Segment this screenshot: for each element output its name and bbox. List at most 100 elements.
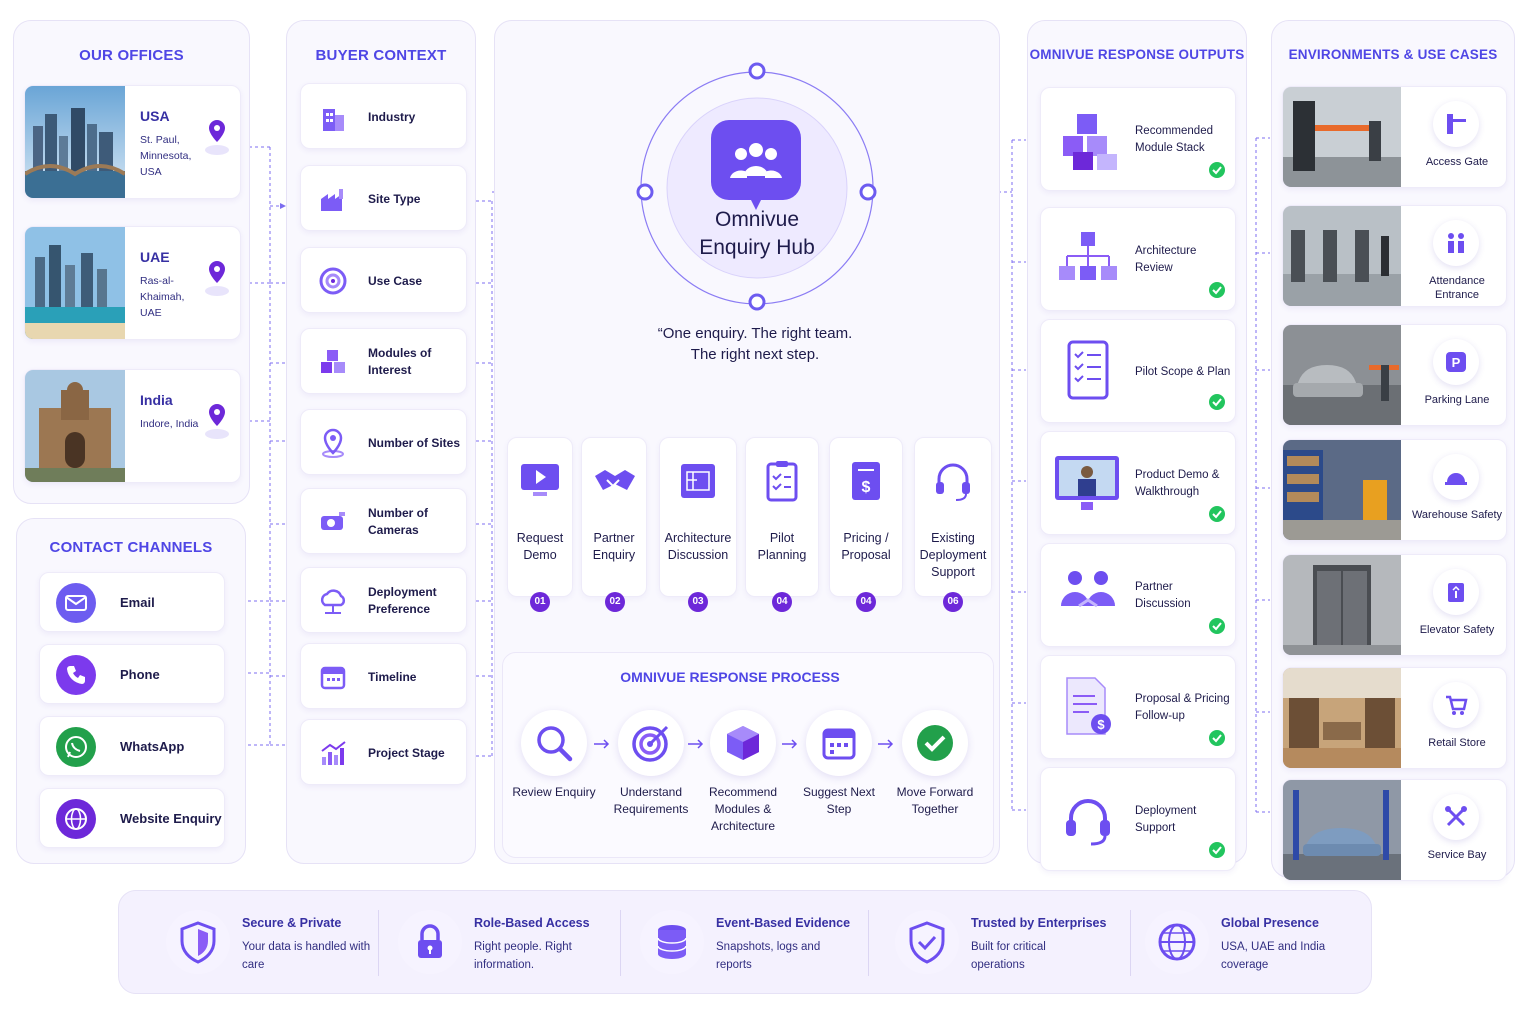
usa-city-photo xyxy=(25,86,125,198)
buyer-item-use-case[interactable]: Use Case xyxy=(300,247,467,313)
buyer-item-stage[interactable]: Project Stage xyxy=(300,719,467,785)
output-pilot-scope[interactable]: Pilot Scope & Plan xyxy=(1040,319,1236,423)
whatsapp-icon xyxy=(56,727,96,767)
office-card-usa[interactable]: USA St. Paul, Minnesota, USA xyxy=(24,85,241,199)
office-card-uae[interactable]: UAE Ras-al-Khaimah, UAE xyxy=(24,226,241,340)
env-label: Warehouse Safety xyxy=(1411,509,1503,521)
svg-text:$: $ xyxy=(862,479,871,496)
env-parking[interactable]: P Parking Lane xyxy=(1282,324,1507,426)
growth-chart-icon xyxy=(317,737,349,769)
office-address: Ras-al-Khaimah, UAE xyxy=(140,275,185,319)
mail-icon xyxy=(56,583,96,623)
cube-icon xyxy=(710,710,776,776)
shield-check-icon xyxy=(895,910,959,974)
buyer-item-industry[interactable]: Industry xyxy=(300,83,467,149)
output-deployment-support[interactable]: Deployment Support xyxy=(1040,767,1236,871)
buyer-item-modules[interactable]: Modules of Interest xyxy=(300,328,467,394)
check-icon xyxy=(1209,842,1225,858)
uae-city-photo xyxy=(25,227,125,339)
env-label: Elevator Safety xyxy=(1419,624,1495,636)
checklist-icon xyxy=(1053,338,1123,406)
env-retail[interactable]: Retail Store xyxy=(1282,667,1507,769)
step-label: Recommend Modules & Architecture xyxy=(708,785,778,833)
channel-label: Website Enquiry xyxy=(120,811,222,826)
globe-icon xyxy=(1145,910,1209,974)
buyer-label: Industry xyxy=(368,109,416,124)
channel-phone[interactable]: Phone xyxy=(39,644,225,704)
feature-desc: USA, UAE and India coverage xyxy=(1221,941,1326,971)
step-label: Suggest Next Step xyxy=(802,785,876,816)
buyer-item-site-type[interactable]: Site Type xyxy=(300,165,467,231)
divider xyxy=(868,910,869,976)
output-label: Architecture Review xyxy=(1135,245,1197,274)
option-partner-enquiry[interactable]: Partner Enquiry xyxy=(581,437,647,597)
output-architecture-review[interactable]: Architecture Review xyxy=(1040,207,1236,311)
outputs-panel: OMNIVUE RESPONSE OUTPUTS Recommended Mod… xyxy=(1027,20,1247,871)
channel-email[interactable]: Email xyxy=(39,572,225,632)
check-icon xyxy=(1209,162,1225,178)
office-name: USA xyxy=(140,108,170,124)
cloud-network-icon xyxy=(317,585,349,617)
phone-icon xyxy=(56,655,96,695)
env-attendance[interactable]: Attendance Entrance xyxy=(1282,205,1507,307)
buyer-item-cameras[interactable]: Number of Cameras xyxy=(300,488,467,554)
feature-desc: Snapshots, logs and reports xyxy=(716,941,821,971)
env-service-bay[interactable]: Service Bay xyxy=(1282,779,1507,881)
buyer-item-timeline[interactable]: Timeline xyxy=(300,643,467,709)
output-module-stack[interactable]: Recommended Module Stack xyxy=(1040,87,1236,191)
divider xyxy=(1130,910,1131,976)
feature-title: Trusted by Enterprises xyxy=(971,916,1107,930)
option-architecture[interactable]: Architecture Discussion xyxy=(659,437,737,597)
divider xyxy=(620,910,621,976)
channel-label: WhatsApp xyxy=(120,739,185,754)
parking-icon: P xyxy=(1433,339,1479,385)
camera-icon xyxy=(317,506,349,538)
buyer-label: Timeline xyxy=(368,669,417,684)
people-icon xyxy=(1433,220,1479,266)
warehouse-photo xyxy=(1283,440,1401,540)
proposal-icon: $ xyxy=(1053,674,1123,742)
check-icon xyxy=(1209,506,1225,522)
lock-icon xyxy=(398,910,462,974)
offices-panel: OUR OFFICES USA St. Paul, Minnesota, USA… xyxy=(13,20,250,504)
output-label: Pilot Scope & Plan xyxy=(1135,365,1231,378)
option-label: Architecture Discussion xyxy=(664,531,732,562)
option-request-demo[interactable]: Request Demo xyxy=(507,437,573,597)
channel-website[interactable]: Website Enquiry xyxy=(39,788,225,848)
shield-icon xyxy=(166,910,230,974)
env-access-gate[interactable]: Access Gate xyxy=(1282,86,1507,188)
factory-icon xyxy=(317,183,349,215)
buyer-label: Number of Cameras xyxy=(368,506,428,537)
hardhat-icon xyxy=(1433,454,1479,500)
office-card-india[interactable]: India Indore, India xyxy=(24,369,241,483)
output-proposal[interactable]: $ Proposal & Pricing Follow-up xyxy=(1040,655,1236,759)
play-monitor-icon xyxy=(517,458,563,504)
option-number: 04 xyxy=(856,592,876,612)
output-partner-discussion[interactable]: Partner Discussion xyxy=(1040,543,1236,647)
option-support[interactable]: Existing Deployment Support xyxy=(914,437,992,597)
office-address: Indore, India xyxy=(140,418,199,430)
parking-photo xyxy=(1283,325,1401,425)
env-warehouse[interactable]: Warehouse Safety xyxy=(1282,439,1507,541)
clipboard-icon xyxy=(759,458,805,504)
map-pin-icon xyxy=(204,400,230,445)
check-icon xyxy=(1209,394,1225,410)
buyer-item-deployment[interactable]: Deployment Preference xyxy=(300,567,467,633)
feature-trusted: Trusted by Enterprises Built for critica… xyxy=(895,906,1125,982)
buyer-label: Number of Sites xyxy=(368,435,461,450)
option-number: 03 xyxy=(688,592,708,612)
output-label: Deployment Support xyxy=(1135,805,1197,834)
buyer-item-sites[interactable]: Number of Sites xyxy=(300,409,467,475)
presenter-monitor-icon xyxy=(1053,450,1123,518)
headset-icon xyxy=(930,458,976,504)
env-elevator[interactable]: Elevator Safety xyxy=(1282,554,1507,656)
output-product-demo[interactable]: Product Demo & Walkthrough xyxy=(1040,431,1236,535)
cubes-icon xyxy=(317,346,349,378)
process-step-understand: Understand Requirements xyxy=(603,710,699,818)
quote-line2: The right next step. xyxy=(690,346,820,363)
option-label: Pricing / Proposal xyxy=(841,531,891,562)
option-pricing[interactable]: $ Pricing / Proposal xyxy=(829,437,903,597)
buyer-label: Deployment Preference xyxy=(368,585,437,616)
option-pilot[interactable]: Pilot Planning xyxy=(745,437,819,597)
channel-whatsapp[interactable]: WhatsApp xyxy=(39,716,225,776)
